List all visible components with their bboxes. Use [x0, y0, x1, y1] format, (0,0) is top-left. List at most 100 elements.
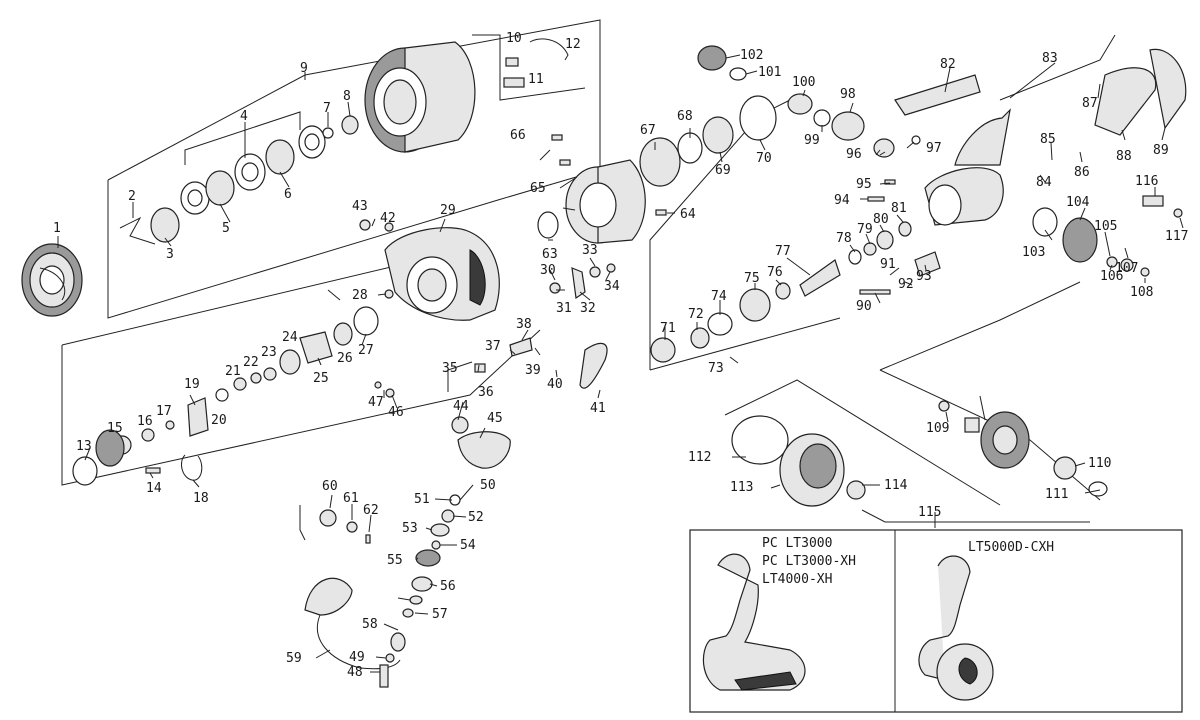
part-label-29: 29: [440, 203, 456, 218]
part-label-17: 17: [156, 404, 172, 419]
part-label-16: 16: [137, 414, 153, 429]
handle-box-text: PC LT3000 PC LT3000-XH LT4000-XH LT5000D…: [762, 536, 1054, 587]
part-label-113: 113: [730, 480, 753, 495]
part-label-64: 64: [680, 207, 696, 222]
spool-cap-group: [724, 379, 1090, 523]
main-gear-lower: [938, 400, 1108, 497]
part-label-28: 28: [352, 288, 368, 303]
part-label-65: 65: [530, 181, 546, 196]
spool: [364, 41, 476, 153]
part-label-20: 20: [211, 413, 227, 428]
part-label-38: 38: [516, 317, 532, 332]
part-label-34: 34: [604, 279, 620, 294]
part-label-67: 67: [640, 123, 656, 138]
part-label-74: 74: [711, 289, 727, 304]
part-label-57: 57: [432, 607, 448, 622]
part-label-101: 101: [758, 65, 781, 80]
part-label-111: 111: [1045, 487, 1068, 502]
part-label-41: 41: [590, 401, 606, 416]
part-label-56: 56: [440, 579, 456, 594]
part-label-99: 99: [804, 133, 820, 148]
part-label-112: 112: [688, 450, 711, 465]
part-label-39: 39: [525, 363, 541, 378]
handle-left-model-3: LT4000-XH: [762, 572, 832, 587]
part-label-49: 49: [349, 650, 365, 665]
part-label-100: 100: [792, 75, 815, 90]
spool-group-frame: [107, 19, 601, 319]
part-label-80: 80: [873, 212, 889, 227]
rotor-small-parts: [359, 95, 777, 300]
part-label-86: 86: [1074, 165, 1090, 180]
part-label-89: 89: [1153, 143, 1169, 158]
part-label-102: 102: [740, 48, 763, 63]
part-label-35: 35: [442, 361, 458, 376]
part-label-117: 117: [1165, 229, 1188, 244]
part-label-81: 81: [891, 201, 907, 216]
part-label-79: 79: [857, 222, 873, 237]
part-label-47: 47: [368, 395, 384, 410]
spool-knob: [21, 243, 83, 317]
part-label-5: 5: [222, 221, 230, 236]
part-label-48: 48: [347, 665, 363, 680]
part-label-115: 115: [918, 505, 941, 520]
part-label-15: 15: [107, 421, 123, 436]
part-label-114: 114: [884, 478, 908, 493]
part-label-14: 14: [146, 481, 162, 496]
part-label-92: 92: [898, 277, 914, 292]
part-label-10: 10: [506, 31, 522, 46]
part-label-58: 58: [362, 617, 378, 632]
main-gear-assembly: [1032, 195, 1183, 277]
part-label-18: 18: [193, 491, 209, 506]
part-label-13: 13: [76, 439, 92, 454]
part-label-31: 31: [556, 301, 572, 316]
part-label-23: 23: [261, 345, 277, 360]
part-label-36: 36: [478, 385, 494, 400]
part-label-51: 51: [414, 492, 430, 507]
body-group-frame: [649, 99, 1101, 501]
handle-shaft-stack: [379, 494, 461, 688]
part-label-4: 4: [240, 109, 248, 124]
part-label-24: 24: [282, 330, 298, 345]
part-label-68: 68: [677, 109, 693, 124]
part-label-1: 1: [53, 221, 61, 236]
part-label-70: 70: [756, 151, 772, 166]
rotor-group-frame: [61, 261, 541, 486]
part-label-37: 37: [485, 339, 501, 354]
top-small-parts: [697, 45, 921, 202]
part-label-72: 72: [688, 307, 704, 322]
handle-left-model-2: PC LT3000-XH: [762, 554, 856, 569]
side-cover: [999, 34, 1187, 136]
part-label-55: 55: [387, 553, 403, 568]
part-label-75: 75: [744, 271, 760, 286]
part-label-66: 66: [510, 128, 526, 143]
part-label-52: 52: [468, 510, 484, 525]
drag-clip: [119, 216, 156, 245]
part-label-76: 76: [767, 265, 783, 280]
part-label-110: 110: [1088, 456, 1111, 471]
part-label-25: 25: [313, 371, 329, 386]
part-label-12: 12: [565, 37, 581, 52]
part-label-88: 88: [1116, 149, 1132, 164]
part-label-93: 93: [916, 269, 932, 284]
rotor: [384, 227, 500, 321]
part-label-107: 107: [1115, 261, 1138, 276]
part-label-44: 44: [453, 399, 469, 414]
part-label-63: 63: [542, 247, 558, 262]
handle-right-model: LT5000D-CXH: [968, 540, 1054, 555]
part-label-91: 91: [880, 257, 896, 272]
part-label-108: 108: [1130, 285, 1153, 300]
part-label-62: 62: [363, 503, 379, 518]
part-label-50: 50: [480, 478, 496, 493]
part-label-26: 26: [337, 351, 353, 366]
part-label-8: 8: [343, 89, 351, 104]
part-label-27: 27: [358, 343, 374, 358]
part-label-33: 33: [582, 243, 598, 258]
part-label-116: 116: [1135, 174, 1158, 189]
part-label-19: 19: [184, 377, 200, 392]
part-label-22: 22: [243, 355, 259, 370]
part-label-85: 85: [1040, 132, 1056, 147]
drive-sleeve: [565, 159, 646, 244]
part-label-3: 3: [166, 247, 174, 262]
handle-knob-assembly: [304, 416, 511, 670]
